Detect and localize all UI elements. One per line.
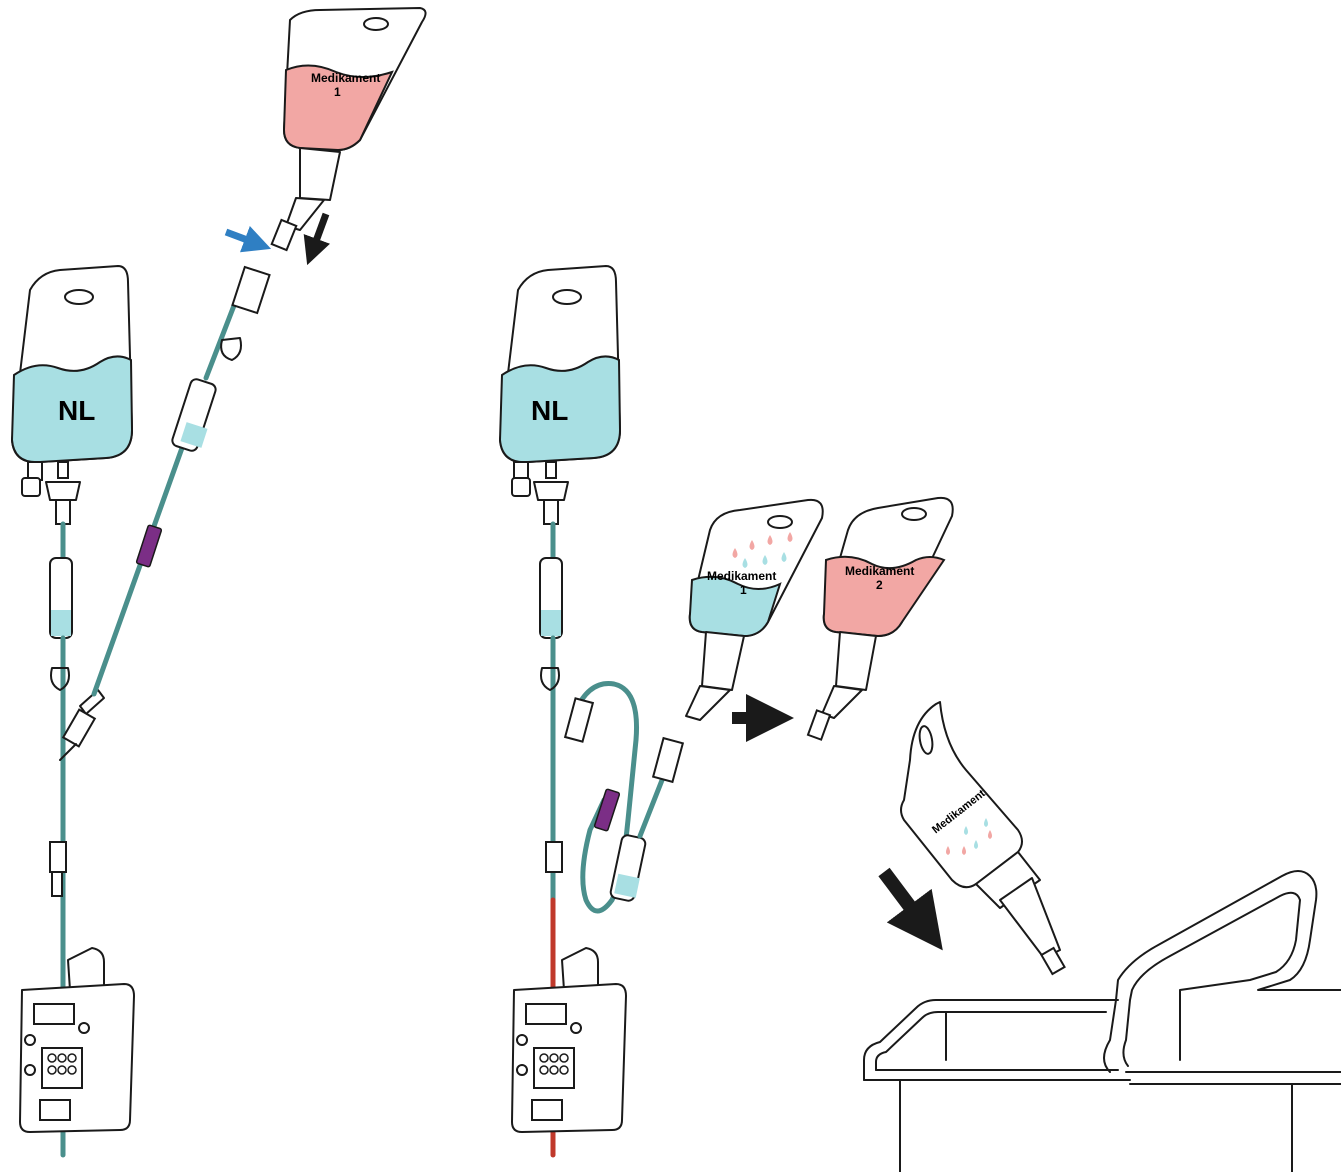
- saline-bag-panel2: NL: [500, 266, 620, 524]
- med2-label-line1: Medikament: [845, 564, 914, 578]
- infusion-pump-panel1: [20, 948, 134, 1132]
- secondary-loop-panel2: [565, 684, 683, 911]
- saline-bag-label: NL: [58, 395, 95, 426]
- med-bag-label-line2: 1: [334, 85, 341, 99]
- black-arrow-down-icon: [312, 214, 326, 252]
- arrow-down-left-icon: [884, 872, 926, 928]
- waste-container: [864, 871, 1341, 1172]
- secondary-clamp-panel1: [136, 525, 162, 567]
- panel-2-replace-secondary: NL: [500, 266, 953, 1155]
- med2-label-line2: 2: [876, 578, 883, 592]
- saline-bag-panel1: NL: [12, 266, 132, 524]
- med-bag-label-line1: Medikament: [311, 71, 380, 85]
- medication2-bag-panel2: Medikament 2: [808, 498, 953, 740]
- med1-label-line2: 1: [740, 583, 747, 597]
- saline-bag-label-panel2: NL: [531, 395, 568, 426]
- y-site-panel1: [60, 690, 104, 760]
- med1-label-line1: Medikament: [707, 569, 776, 583]
- medication1-bag-panel2: Medikament 1: [686, 500, 823, 720]
- panel-1-connect-secondary: NL: [12, 8, 426, 1155]
- blue-arrow-icon: [226, 232, 258, 244]
- infusion-pump-panel2: [512, 948, 626, 1132]
- panel-3-dispose: Medikament: [864, 702, 1341, 1172]
- medication-bag-panel1: Medikament 1: [272, 8, 426, 250]
- discarded-bag: Medikament: [901, 702, 1065, 974]
